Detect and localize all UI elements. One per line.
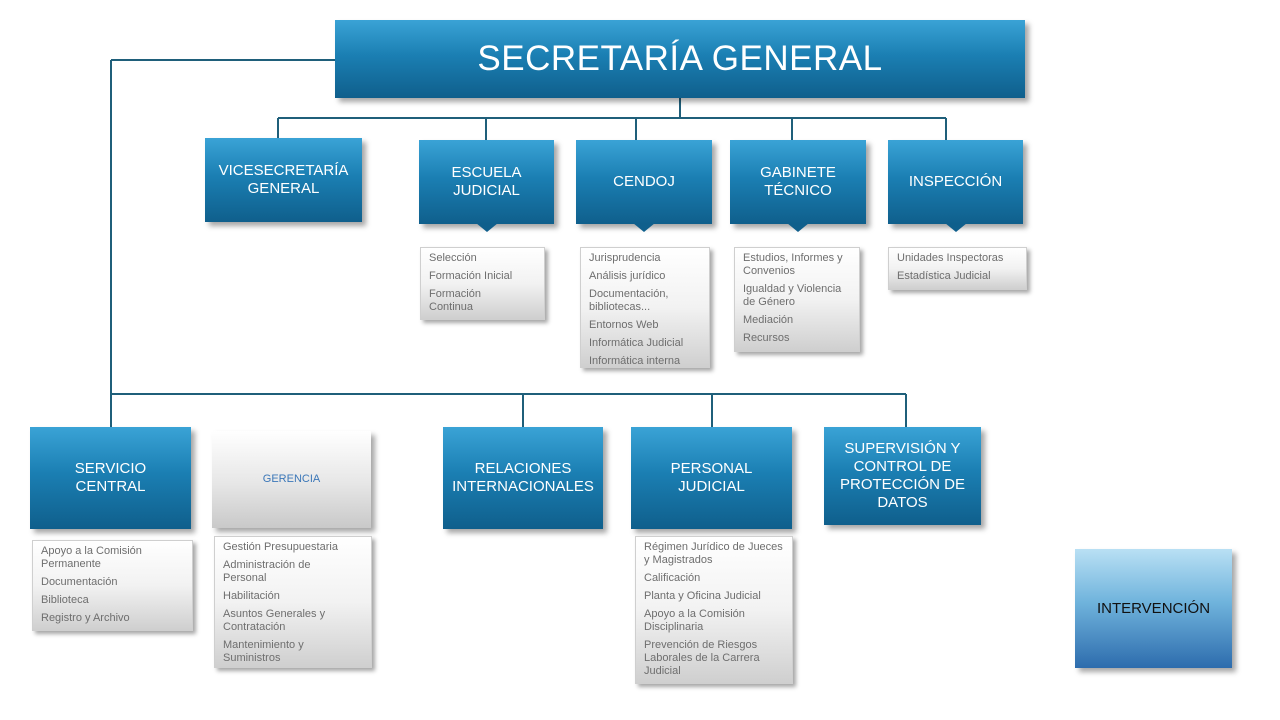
gabinete-tecnico-label: GABINETE TÉCNICO (760, 164, 836, 199)
list-item: Igualdad y Violencia de Género (743, 283, 842, 308)
gerencia-box: GERENCIA (212, 431, 371, 528)
gabinete-tecnico-box: GABINETE TÉCNICO (730, 140, 866, 232)
supervision-proteccion-datos-label: SUPERVISIÓN Y CONTROL DE PROTECCIÓN DE D… (839, 440, 965, 511)
inspeccion-label: INSPECCIÓN (908, 173, 1003, 190)
list-item: Habilitación (223, 590, 280, 602)
list-item: Apoyo a la Comisión Permanente (41, 545, 142, 570)
list-item: Documentación (41, 576, 118, 588)
list-item: Biblioteca (41, 594, 89, 606)
cendoj-label: CENDOJ (613, 173, 675, 190)
list-item: Jurisprudencia (589, 252, 661, 264)
cendoj-box: CENDOJ (576, 140, 712, 232)
intervencion-label: INTERVENCIÓN (1096, 599, 1211, 617)
cendoj-list: Jurisprudencia Análisis jurídico Documen… (580, 247, 710, 368)
list-item: Formación Continua (429, 288, 481, 313)
list-item: Calificación (644, 572, 701, 584)
gabinete-tecnico-list: Estudios, Informes y Convenios Igualdad … (734, 247, 860, 352)
list-item: Asuntos Generales y Contratación (223, 608, 326, 633)
gerencia-label: GERENCIA (262, 472, 321, 485)
list-item: Análisis jurídico (589, 270, 666, 282)
list-item: Formación Inicial (429, 270, 513, 282)
escuela-judicial-label: ESCUELA JUDICIAL (451, 164, 522, 199)
escuela-judicial-box: ESCUELA JUDICIAL (419, 140, 554, 232)
list-item: Recursos (743, 332, 790, 344)
secretaria-general-label: SECRETARÍA GENERAL (477, 39, 883, 78)
personal-judicial-box: PERSONAL JUDICIAL (631, 427, 792, 529)
list-item: Mantenimiento y Suministros (223, 639, 304, 664)
list-item: Documentación, bibliotecas... (589, 288, 669, 313)
vicesecretaria-general-box: VICESECRETARÍA GENERAL (205, 138, 362, 222)
list-item: Planta y Oficina Judicial (644, 590, 761, 602)
relaciones-internacionales-label: RELACIONES INTERNACIONALES (452, 460, 594, 495)
list-item: Gestión Presupuestaria (223, 541, 338, 553)
list-item: Prevención de Riesgos Laborales de la Ca… (644, 639, 760, 677)
supervision-proteccion-datos-box: SUPERVISIÓN Y CONTROL DE PROTECCIÓN DE D… (824, 427, 981, 525)
vicesecretaria-general-label: VICESECRETARÍA GENERAL (218, 162, 349, 197)
list-item: Registro y Archivo (41, 612, 130, 624)
list-item: Entornos Web (589, 319, 659, 331)
escuela-judicial-list: Selección Formación Inicial Formación Co… (420, 247, 545, 320)
list-item: Informática Judicial (589, 337, 684, 349)
secretaria-general-box: SECRETARÍA GENERAL (335, 20, 1025, 98)
personal-judicial-list: Régimen Jurídico de Jueces y Magistrados… (635, 536, 793, 684)
personal-judicial-label: PERSONAL JUDICIAL (670, 460, 753, 495)
list-item: Administración de Personal (223, 559, 311, 584)
intervencion-box: INTERVENCIÓN (1075, 549, 1232, 668)
list-item: Unidades Inspectoras (897, 252, 1004, 264)
list-item: Régimen Jurídico de Jueces y Magistrados (644, 541, 783, 566)
inspeccion-list: Unidades Inspectoras Estadística Judicia… (888, 247, 1027, 290)
gerencia-list: Gestión Presupuestaria Administración de… (214, 536, 372, 668)
servicio-central-label: SERVICIO CENTRAL (74, 460, 147, 495)
relaciones-internacionales-box: RELACIONES INTERNACIONALES (443, 427, 603, 529)
list-item: Informática interna (589, 355, 681, 367)
list-item: Estudios, Informes y Convenios (743, 252, 843, 277)
servicio-central-box: SERVICIO CENTRAL (30, 427, 191, 529)
inspeccion-box: INSPECCIÓN (888, 140, 1023, 232)
list-item: Apoyo a la Comisión Disciplinaria (644, 608, 745, 633)
list-item: Mediación (743, 314, 794, 326)
servicio-central-list: Apoyo a la Comisión Permanente Documenta… (32, 540, 193, 631)
list-item: Selección (429, 252, 477, 264)
list-item: Estadística Judicial (897, 270, 991, 282)
